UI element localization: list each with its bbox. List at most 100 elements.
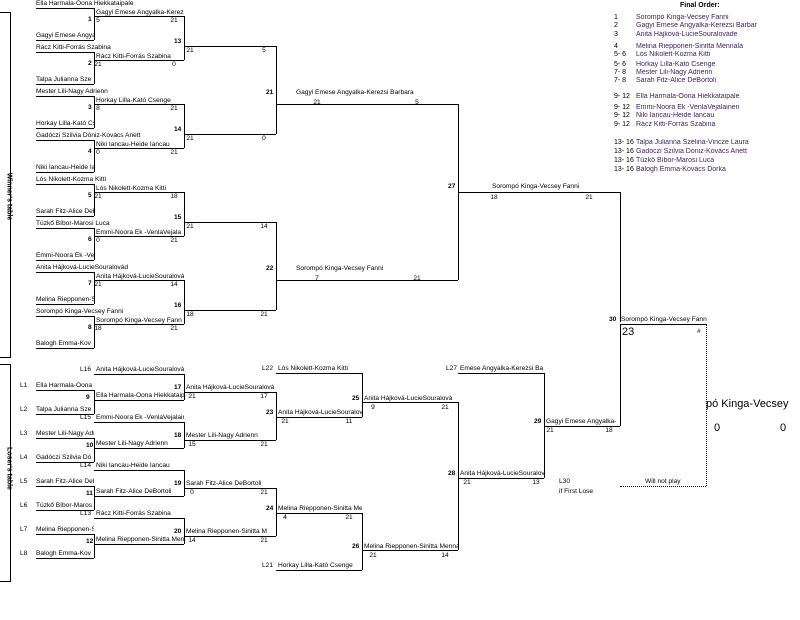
team-b[interactable]: Melina Riepponen-Sinitta Mennala	[36, 296, 94, 303]
score: 0	[190, 489, 194, 496]
final-order-team: Gadóczi Szilvia Dóniz-Kovács Anett	[636, 148, 747, 155]
team-a[interactable]: Ella Harmala-Oona Hiekkataipale	[36, 0, 134, 7]
team-a[interactable]: Lós Nikolett-Kozma Kitti	[96, 185, 166, 192]
team-a[interactable]: Melina Riepponen-Sinitta Mennala	[36, 526, 94, 533]
grand-final-team[interactable]: Sorompó Kinga-Vecsey Fann	[621, 316, 707, 323]
team-b[interactable]: Talpa Julianna Sze	[36, 76, 92, 83]
team-b[interactable]: Emmi-Noora Ek -Ve	[36, 252, 94, 259]
team-a[interactable]: Lós Nikolett-Kozma Kitti	[36, 176, 106, 183]
winner-name[interactable]: Melina Riepponen-Sinitta Me	[278, 505, 362, 512]
winner-name[interactable]: Sorompó Kinga-Vecsey Fanni	[492, 183, 580, 190]
winner-name[interactable]: Melina Riepponen-Sinitta Mennala	[364, 543, 458, 550]
team-top[interactable]: Lós Nikolett-Kozma Kitti	[278, 365, 348, 372]
winner-name[interactable]: Melina Riepponen-Sinitta M	[186, 528, 267, 535]
team-a[interactable]: Rácz Kitti-Forrás Szabina	[36, 44, 111, 51]
team-b[interactable]: Balogh Emma-Kov	[36, 340, 91, 347]
team-a[interactable]: Horkay Lilla-Kató Csenge	[96, 97, 171, 104]
team-a[interactable]: Gagyi Emese Angyalka-Kerezsi	[96, 9, 184, 16]
winner-name[interactable]: Anita Hájková-LucieSouralová	[364, 395, 453, 402]
l30-label: L30	[559, 478, 571, 485]
winner-name[interactable]: Gagyi Emese Angyalka-	[546, 418, 617, 425]
team-top[interactable]: Emmi-Noora Ek -VenlaVejalaine	[96, 414, 184, 421]
winner-name[interactable]: Mester Lili-Nagy Adrienn	[186, 432, 258, 439]
winner-name[interactable]: Gagyi Emese Angyalka-Kerezsi Barbara	[296, 89, 414, 96]
team-top[interactable]: Rácz Kitti-Forrás Szabina	[96, 510, 171, 517]
score: 21	[313, 99, 321, 106]
final-order-team: Sarah Fitz-Alice DeBortoli	[636, 77, 717, 84]
loser-slot-label: L1	[20, 382, 28, 389]
final-order-team: Tüzkő Bíbor-Marosi Luca	[636, 157, 715, 164]
final-order-place: 5- 6	[614, 51, 627, 58]
score: 14	[441, 552, 449, 559]
team-bottom[interactable]: Mester Lili-Nagy Adrienn	[96, 440, 168, 447]
winner-name[interactable]: Sarah Fitz-Alice DeBortoli	[186, 480, 262, 487]
team-bottom[interactable]: Melina Riepponen-Sinitta Mennala	[96, 536, 184, 543]
team-b[interactable]: Emmi-Noora Ek -VenlaVejala	[96, 229, 182, 236]
score: 21	[170, 325, 178, 332]
score: 0	[262, 135, 266, 142]
team-b[interactable]: Niki Iancau-Heide Ia	[36, 164, 94, 171]
team-bottom[interactable]: Sarah Fitz-Alice DeBortoli	[96, 488, 172, 495]
team-a[interactable]: Mester Lili-Nagy Adrienn	[36, 430, 94, 437]
final-order-team: Balogh Emma-Kovács Dorka	[636, 166, 726, 173]
score-b: 21	[585, 194, 593, 201]
final-order-team: Ella Harmala-Oona Hiekkataipale	[636, 93, 740, 100]
team-a[interactable]: Sorompó Kinga-Vecsey Fanni	[36, 308, 124, 315]
match-number: 11	[86, 490, 93, 497]
team-top[interactable]: Horkay Lilla-Kató Csenge	[278, 562, 353, 569]
loser-slot-label: L16	[80, 366, 92, 373]
match-number: 13	[174, 38, 182, 45]
team-b[interactable]: Gagyi Emese Angyalka-Kerezsi Barbara	[36, 32, 94, 39]
final-order-place: 13- 16	[614, 148, 634, 155]
team-b[interactable]: Tüzkő Bíbor-Maros	[36, 502, 93, 509]
match-number: 22	[266, 265, 274, 272]
score: 14	[170, 281, 178, 288]
team-top[interactable]: Niki Iancau-Heide Iancau	[96, 462, 170, 469]
losers-table-label: Loser's table	[5, 447, 13, 490]
team-a[interactable]: Anita Hájková-LucieSouralová	[96, 273, 184, 280]
final-order-place: 2	[614, 22, 618, 29]
final-order-place: 9- 12	[614, 112, 630, 119]
final-order-place: 13- 16	[614, 157, 634, 164]
team-bottom[interactable]: Ella Harmala-Oona Hiekkataipale	[96, 392, 184, 399]
team-a[interactable]: Mester Lili-Nagy Adrienn	[36, 88, 108, 95]
team-b[interactable]: Gadóczi Szilvia Dó	[36, 454, 92, 461]
team-b[interactable]: Horkay Lilla-Kató Csenge	[36, 120, 94, 127]
winner-name[interactable]: Sorompó Kinga-Vecsey Fanni	[296, 265, 384, 272]
grand-final-big-score-1: 0	[714, 422, 721, 434]
team-b[interactable]: Sarah Fitz-Alice DeBortoli	[36, 208, 94, 215]
match-number: 26	[352, 543, 360, 550]
score: 21	[369, 552, 377, 559]
loser-slot-label: L6	[20, 502, 28, 509]
team-b[interactable]: Sorompó Kinga-Vecsey Fann	[96, 317, 182, 324]
final-order-team: Niki Iancau-Heide Iancau	[636, 112, 715, 119]
team-b[interactable]: Balogh Emma-Kov	[36, 550, 91, 557]
team-a[interactable]: Ella Harmala-Oona Hiekkataipale	[36, 382, 94, 389]
winner-name[interactable]: Anita Hájková-LucieSouralová	[460, 470, 544, 477]
score: 21	[170, 105, 178, 112]
score: 21	[186, 135, 194, 142]
loser-slot-team[interactable]: Emese Angyalka-Kerezsi Ba	[460, 365, 544, 372]
final-order-place: 5- 6	[614, 61, 627, 68]
score: 7	[315, 275, 319, 282]
score-a: 21	[546, 427, 554, 434]
winners-table-label: Winner's table	[5, 172, 13, 221]
team-a[interactable]: Gadóczi Szilvia Dóniz-Kovács Anett	[36, 132, 141, 139]
score: 21	[260, 311, 268, 318]
team-a[interactable]: Sarah Fitz-Alice DeBortoli	[36, 478, 94, 485]
winner-name[interactable]: Anita Hájková-LucieSouralová	[278, 409, 362, 416]
final-order-place: 9- 12	[614, 121, 630, 128]
team-b[interactable]: Rácz Kitti-Forrás Szabina	[96, 53, 171, 60]
grand-final-big-name: pó Kinga-Vecsey	[706, 398, 789, 410]
winner-name[interactable]: Anita Hájková-LucieSouralová	[186, 384, 275, 391]
team-b[interactable]: Niki Iancau-Heide Iancau	[96, 141, 170, 148]
team-top[interactable]: Anita Hájková-LucieSouralová	[96, 366, 184, 373]
match-number: 14	[174, 126, 182, 133]
score: 21	[186, 47, 194, 54]
final-order-team: Sorompó Kinga-Vecsey Fanni	[636, 14, 729, 21]
score: 21	[413, 275, 421, 282]
team-a[interactable]: Anita Hájková-LucieSouralovád	[36, 264, 129, 271]
team-a[interactable]: Tüzkő Bíbor-Marosi Luca	[36, 220, 110, 227]
match-number: 15	[174, 214, 182, 221]
team-b[interactable]: Talpa Julianna Sze	[36, 406, 92, 413]
